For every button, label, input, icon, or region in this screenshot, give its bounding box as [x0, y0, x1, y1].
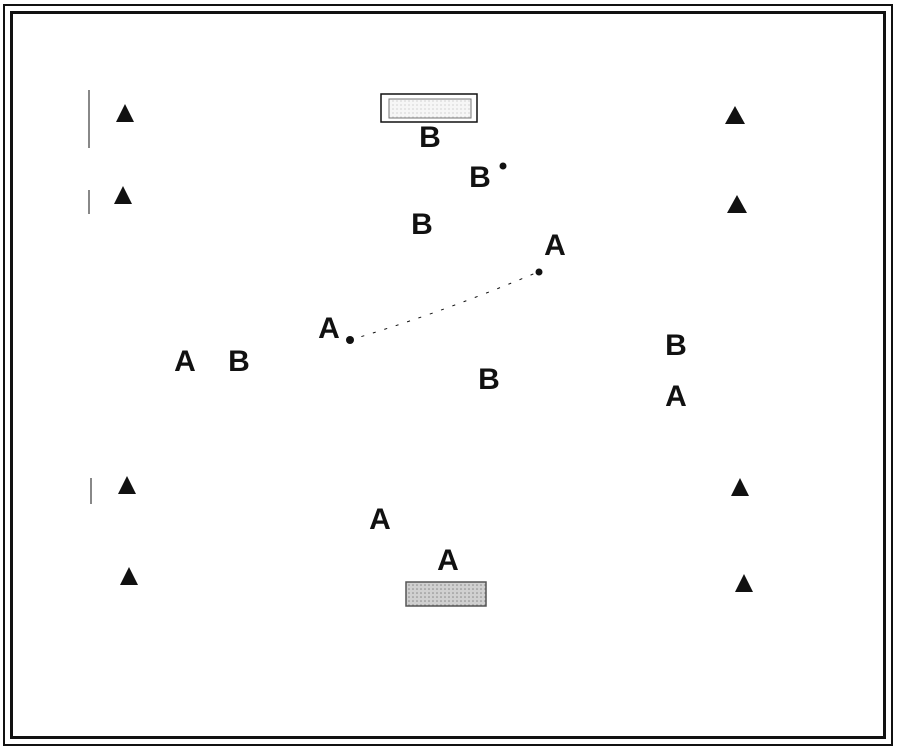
cone-icon — [88, 186, 132, 214]
goal-top — [380, 93, 478, 123]
ball-icon — [535, 268, 543, 276]
player-a: A — [437, 544, 459, 577]
cone-icon — [731, 478, 749, 496]
cones — [88, 90, 753, 592]
player-b: B — [469, 161, 491, 194]
cone-icon — [725, 106, 745, 124]
goal-bottom — [405, 581, 487, 607]
ball-icon — [346, 336, 354, 344]
cone-icon — [735, 574, 753, 592]
player-b: B — [665, 329, 687, 362]
player-b: B — [411, 208, 433, 241]
cone-icon — [88, 90, 134, 148]
field-inner-border — [10, 11, 886, 739]
field-outer-border — [3, 4, 893, 746]
balls — [346, 162, 543, 344]
pass-line — [349, 271, 539, 341]
player-a: A — [174, 345, 196, 378]
player-a: A — [665, 380, 687, 413]
player-b: B — [228, 345, 250, 378]
player-a: A — [369, 503, 391, 536]
cone-icon — [727, 195, 747, 213]
player-a: A — [544, 229, 566, 262]
cone-icon — [120, 567, 138, 585]
cone-icon — [90, 476, 136, 504]
players: B B B A A A B B B A A A — [174, 121, 687, 577]
player-a: A — [318, 312, 340, 345]
player-b: B — [419, 121, 441, 154]
player-b: B — [478, 363, 500, 396]
ball-icon — [499, 162, 507, 170]
